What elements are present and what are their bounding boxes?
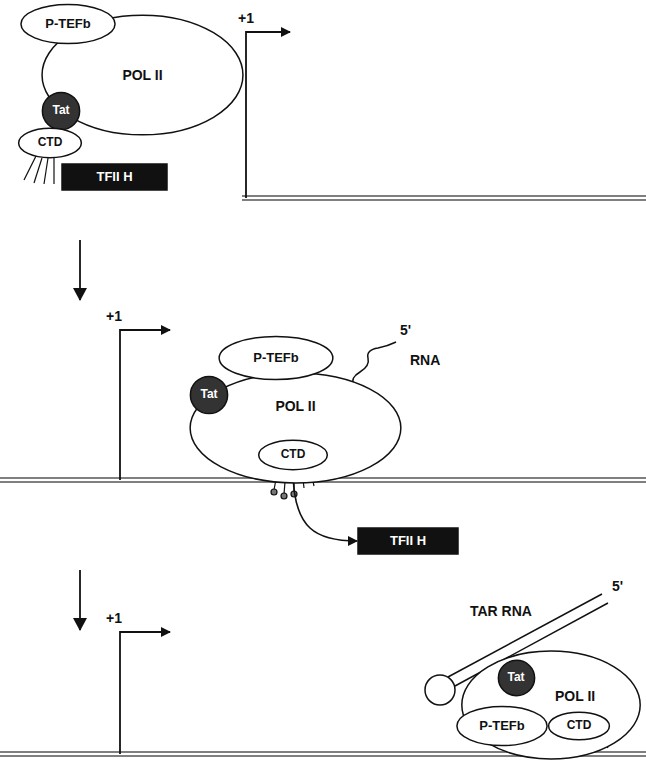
shape-outline — [190, 376, 227, 413]
node-label: Tat — [200, 388, 217, 402]
node-label: CTD — [38, 136, 63, 150]
step-arrow — [79, 570, 81, 630]
ctd-ellipse: CTD — [548, 712, 610, 740]
node-label: POL II — [275, 398, 315, 414]
tar-rna-hairpin — [425, 594, 608, 705]
shape-outline — [259, 440, 328, 469]
node-label: POL II — [555, 688, 595, 704]
shape-outline — [358, 528, 458, 554]
tat-protein: Tat — [190, 376, 228, 414]
node-label: P-TEFb — [479, 719, 525, 734]
shape-outline — [42, 15, 243, 135]
factor-ellipse: P-TEFb — [456, 706, 548, 746]
node-label: P-TEFb — [45, 17, 91, 32]
annotation-label: RNA — [410, 352, 440, 368]
node-label: POL II — [122, 67, 162, 83]
shape-outline — [42, 92, 79, 129]
node-label: CTD — [281, 448, 306, 462]
shape-outline — [549, 712, 610, 739]
shape-outline — [190, 373, 401, 483]
factor-box: TFII H — [358, 528, 458, 554]
annotation-label: +1 — [106, 610, 122, 626]
annotation-label: +1 — [106, 308, 122, 324]
shape-outline — [62, 164, 167, 190]
shape-outline — [498, 660, 534, 695]
shape-outline — [457, 706, 547, 745]
factor-ellipse: P-TEFb — [218, 336, 334, 380]
ctd-ellipse: CTD — [18, 128, 82, 158]
factor-ellipse: P-TEFb — [20, 4, 116, 44]
node-label: CTD — [567, 719, 592, 733]
node-label: Tat — [52, 104, 69, 118]
factor-box: TFII H — [62, 164, 167, 190]
node-label: Tat — [507, 671, 524, 685]
ctd-tail — [24, 156, 54, 184]
shape-outline — [21, 4, 115, 43]
tat-protein: Tat — [42, 92, 80, 130]
step-arrow — [79, 240, 81, 300]
annotation-label: 5' — [612, 578, 623, 594]
start-site-arrow — [246, 32, 290, 198]
dna-strand — [242, 196, 646, 200]
start-site-arrow — [120, 632, 170, 754]
annotation-label: 5' — [400, 322, 411, 338]
annotation-label: TAR RNA — [470, 603, 532, 619]
node-label: TFII H — [96, 170, 132, 185]
start-site-arrow — [120, 330, 170, 480]
ctd-ellipse: CTD — [258, 440, 328, 470]
node-label: TFII H — [390, 534, 426, 549]
annotation-label: +1 — [238, 10, 254, 26]
shape-outline — [219, 336, 333, 379]
node-label: P-TEFb — [253, 351, 299, 366]
shape-outline — [19, 128, 82, 157]
tat-protein: Tat — [498, 660, 535, 696]
